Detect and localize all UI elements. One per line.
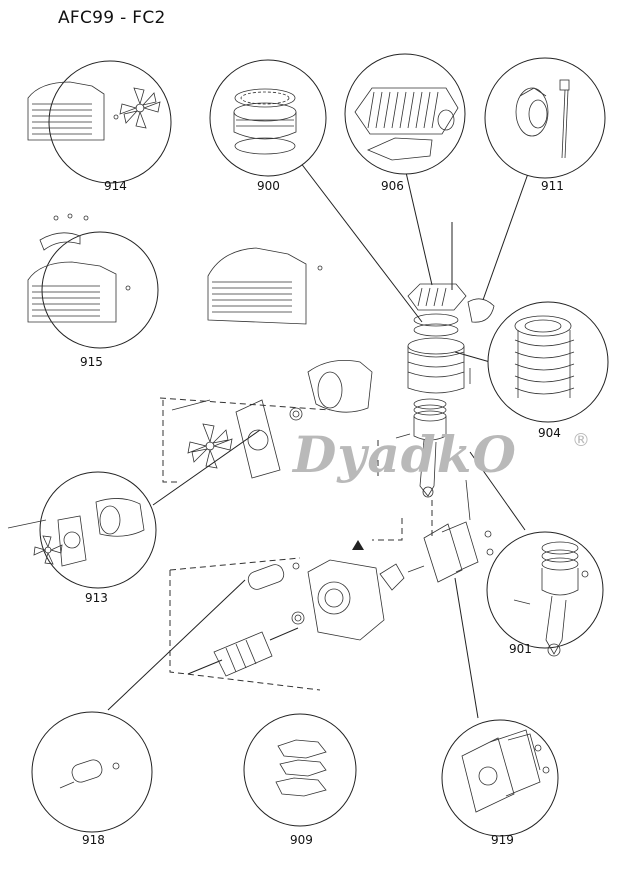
leader-lines [107,157,531,719]
callout-918 [31,711,153,833]
valve-cover [407,479,494,583]
callout-911 [484,57,606,179]
callout-circles [7,53,609,837]
assembly-arrow [352,540,364,550]
main-assembly [171,222,495,677]
capacitor [247,562,300,590]
part-label-900: 900 [257,179,280,193]
diagram-title: AFC99 - FC2 [58,8,166,28]
shroud-center [207,247,323,325]
part-label-915: 915 [80,355,103,369]
callout-909 [243,713,357,827]
cylinder-head [407,222,495,323]
motor-fan-side [171,359,373,479]
dashed-guides [159,397,433,691]
rotor [187,627,299,677]
registered-mark: ® [572,430,590,451]
part-label-911: 911 [541,179,564,193]
callout-919 [441,719,559,837]
callout-901 [486,531,604,657]
callout-906 [344,53,466,175]
part-labels: 914 900 906 911 915 904 913 901 918 909 … [80,179,564,847]
piston [395,398,447,498]
crankcase [291,559,405,641]
callout-915 [27,213,159,349]
callout-900 [209,59,327,177]
callout-913 [7,471,157,589]
part-label-918: 918 [82,833,105,847]
watermark-logo: DyadkO [293,425,517,484]
part-label-914: 914 [104,179,127,193]
part-label-913: 913 [85,591,108,605]
cylinder [407,313,471,394]
part-label-919: 919 [491,833,514,847]
callout-914 [27,60,172,184]
part-label-901: 901 [509,642,532,656]
part-label-909: 909 [290,833,313,847]
part-label-904: 904 [538,426,561,440]
part-label-906: 906 [381,179,404,193]
callout-904 [487,301,609,423]
